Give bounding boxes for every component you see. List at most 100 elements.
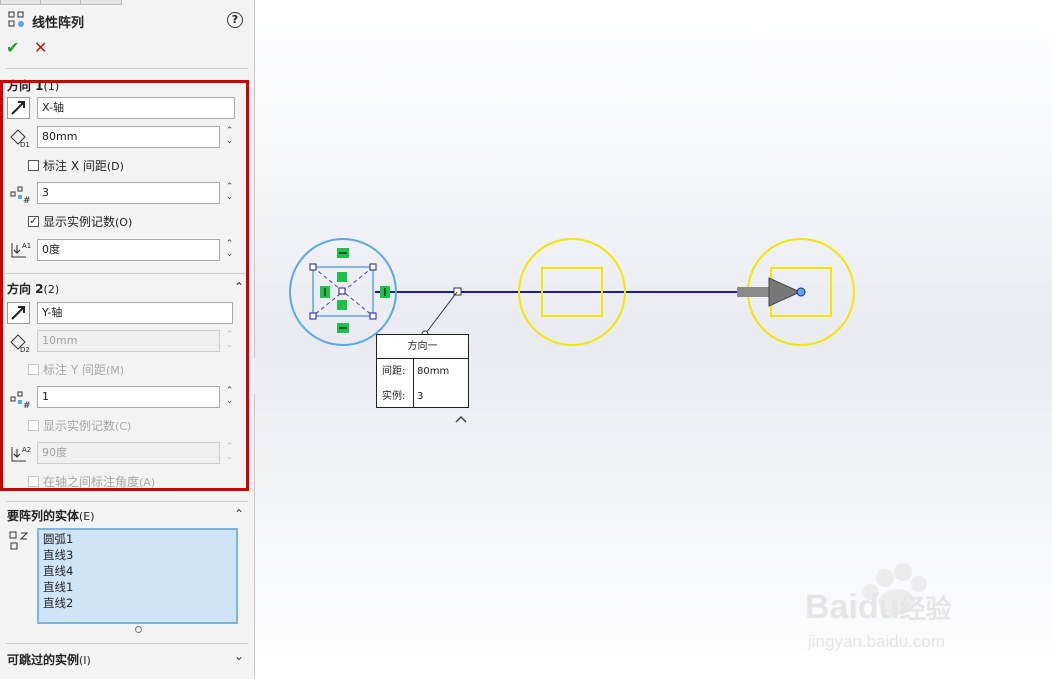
callout-instances-label: 实例: xyxy=(382,391,406,402)
direction1-angle-spinner[interactable]: ⌃⌄ xyxy=(225,239,234,259)
tab-property-manager[interactable] xyxy=(40,0,82,5)
collapse-chevron-icon[interactable]: ⌃ xyxy=(234,280,245,294)
direction1-header[interactable]: 方向 1(1) xyxy=(7,77,59,94)
direction2-dim-spacing-shortcut: (M) xyxy=(105,364,125,377)
help-icon[interactable]: ? xyxy=(227,12,243,28)
skip-instances-header[interactable]: 可跳过的实例(I) xyxy=(7,651,91,668)
feature-title: 线性阵列 xyxy=(32,16,85,31)
direction1-spacing-spinner[interactable]: ⌃⌄ xyxy=(225,126,234,146)
entities-title-suffix: (E) xyxy=(79,510,95,523)
direction2-angle-spinner[interactable]: ⌃⌄ xyxy=(225,442,234,462)
direction2-instances-field[interactable]: 1 xyxy=(37,386,220,408)
direction2-dim-angle-text: 在轴之间标注角度 xyxy=(43,475,140,489)
list-item[interactable]: 圆弧1 xyxy=(43,532,74,546)
callout-spacing-row: 间距: 80mm xyxy=(377,359,468,384)
property-manager-panel: 线性阵列 ? ✔ ✕ 方向 1(1) X-轴 D1 80mm ⌃⌄ 标注 X 间… xyxy=(0,0,255,679)
list-item[interactable]: 直线1 xyxy=(43,580,74,594)
direction1-show-count-shortcut: (O) xyxy=(115,216,133,229)
direction2-dim-spacing-label: 标注 Y 间距(M) xyxy=(43,361,124,378)
collapse-chevron-icon[interactable]: ⌃ xyxy=(234,507,245,521)
direction1-show-count-checkbox[interactable]: ✓ xyxy=(28,216,39,227)
direction2-angle-field[interactable]: 90度 xyxy=(37,442,220,464)
pattern-instance-2[interactable] xyxy=(518,238,626,346)
leader-line xyxy=(425,291,458,334)
resize-handle[interactable] xyxy=(135,626,142,633)
direction2-show-count-label: 显示实例记数(C) xyxy=(43,417,131,434)
callout-spacing-label: 间距: xyxy=(382,366,406,377)
svg-text:A1: A1 xyxy=(22,242,31,250)
spacing-icon: D1 xyxy=(10,129,30,149)
direction2-header[interactable]: 方向 2(2) xyxy=(7,280,59,297)
direction1-spacing-field[interactable]: 80mm xyxy=(37,126,220,148)
watermark-brand-cn: 经验 xyxy=(899,594,952,624)
list-item[interactable]: 直线2 xyxy=(43,596,74,610)
direction2-dim-angle-checkbox[interactable] xyxy=(28,476,39,487)
angle-icon: A2 xyxy=(11,446,31,462)
callout-divider xyxy=(413,358,414,408)
divider xyxy=(5,643,248,644)
instances-icon: # xyxy=(10,391,31,410)
watermark-brand-text: Baidu xyxy=(805,588,900,626)
axis-handle[interactable] xyxy=(453,287,462,296)
skip-title-suffix: (I) xyxy=(79,654,91,667)
pattern-info-callout[interactable]: 方向一 间距: 80mm 实例: 3 xyxy=(376,334,469,408)
angle-icon: A1 xyxy=(11,242,31,258)
entities-select-icon xyxy=(9,531,29,550)
direction-arrow-icon[interactable] xyxy=(737,277,806,307)
expand-chevron-icon[interactable]: ⌄ xyxy=(234,649,245,663)
list-item[interactable]: 直线3 xyxy=(43,548,74,562)
direction2-title-suffix: (2) xyxy=(43,283,60,296)
watermark-url: jingyan.baidu.com xyxy=(808,632,946,651)
direction2-dim-angle-shortcut: (A) xyxy=(139,476,156,489)
direction2-spacing-spinner[interactable]: ⌃⌄ xyxy=(225,330,234,350)
tab-feature-manager[interactable] xyxy=(0,0,42,5)
direction1-instances-spinner[interactable]: ⌃⌄ xyxy=(225,182,234,202)
entities-title: 要阵列的实体 xyxy=(7,509,80,523)
direction2-spacing-field[interactable]: 10mm xyxy=(37,330,220,352)
direction2-show-count-text: 显示实例记数 xyxy=(43,419,116,433)
entities-header[interactable]: 要阵列的实体(E) xyxy=(7,507,95,524)
svg-text:D1: D1 xyxy=(20,141,30,149)
direction2-dim-spacing-text: 标注 Y 间距 xyxy=(43,363,106,377)
callout-instances-value[interactable]: 3 xyxy=(417,391,424,402)
divider xyxy=(5,273,248,274)
callout-spacing-value[interactable]: 80mm xyxy=(417,366,450,377)
direction2-show-count-checkbox[interactable] xyxy=(28,420,39,431)
panel-tabs xyxy=(0,0,254,5)
direction1-axis-field[interactable]: X-轴 xyxy=(37,97,235,119)
svg-text:#: # xyxy=(23,196,31,205)
direction1-dim-spacing-checkbox[interactable] xyxy=(28,160,39,171)
direction1-title: 方向 1 xyxy=(7,79,44,93)
direction1-dim-spacing-label: 标注 X 间距(D) xyxy=(43,157,124,174)
callout-instances-row: 实例: 3 xyxy=(377,384,468,409)
direction-reverse-icon[interactable] xyxy=(7,97,31,119)
direction2-show-count-shortcut: (C) xyxy=(115,420,132,433)
cancel-button[interactable]: ✕ xyxy=(34,38,48,57)
direction2-axis-field[interactable]: Y-轴 xyxy=(37,302,233,324)
instances-icon: # xyxy=(10,186,31,205)
skip-title: 可跳过的实例 xyxy=(7,653,80,667)
direction1-angle-field[interactable]: 0度 xyxy=(37,239,220,261)
tooltip-collapse-icon[interactable] xyxy=(455,415,467,423)
divider xyxy=(5,68,248,69)
linear-pattern-icon xyxy=(8,11,24,27)
direction-reverse-icon[interactable] xyxy=(7,302,31,324)
svg-text:A2: A2 xyxy=(22,446,31,454)
direction2-title: 方向 2 xyxy=(7,282,44,296)
direction2-dim-spacing-checkbox[interactable] xyxy=(28,364,39,375)
spacing-icon: D2 xyxy=(10,334,30,354)
direction1-show-count-label: 显示实例记数(O) xyxy=(43,213,132,230)
ok-button[interactable]: ✔ xyxy=(6,38,20,57)
watermark-brand: Baidu经验 xyxy=(805,588,951,627)
direction2-instances-spinner[interactable]: ⌃⌄ xyxy=(225,386,234,406)
sketch-graphics xyxy=(289,238,927,615)
svg-text:#: # xyxy=(23,401,31,410)
direction1-dim-spacing-shortcut: (D) xyxy=(106,160,124,173)
list-item[interactable]: 直线4 xyxy=(43,564,74,578)
direction1-instances-field[interactable]: 3 xyxy=(37,182,220,204)
tab-configuration-manager[interactable] xyxy=(80,0,122,5)
direction1-title-suffix: (1) xyxy=(43,80,60,93)
seed-instance[interactable] xyxy=(289,238,397,346)
callout-title: 方向一 xyxy=(377,335,468,359)
entities-list[interactable]: 圆弧1 直线3 直线4 直线1 直线2 xyxy=(37,528,238,624)
